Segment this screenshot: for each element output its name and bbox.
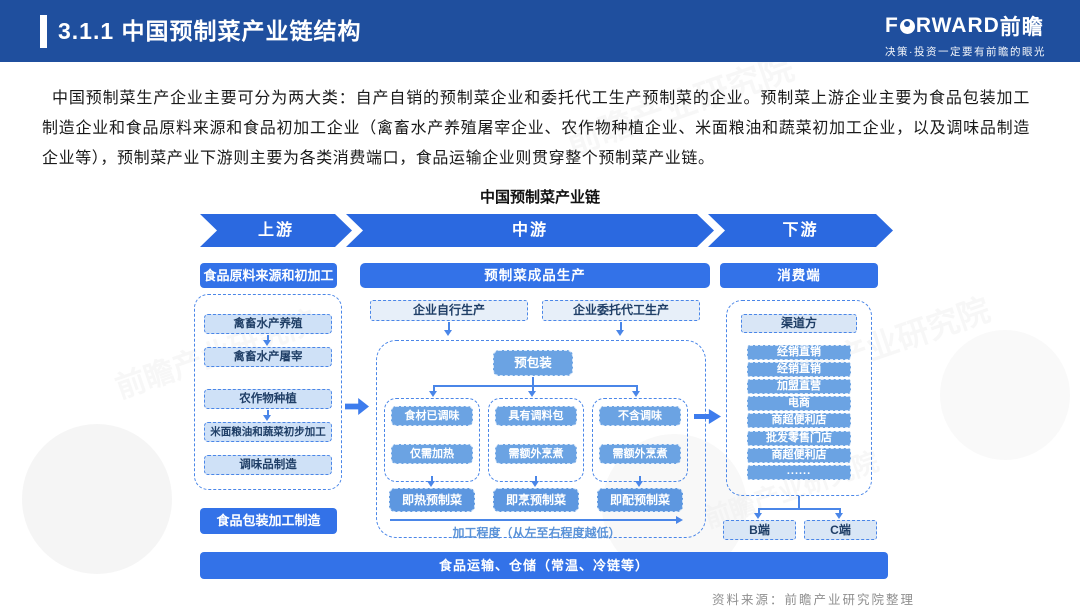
logo-letter-f: F [885, 14, 899, 37]
arrow-right-icon [345, 398, 369, 415]
connector-line [639, 476, 641, 482]
channel-item: 电商 [747, 396, 851, 411]
arrow-down-icon [427, 481, 435, 487]
connector-line [532, 385, 534, 391]
logo-cn: 前瞻 [999, 16, 1044, 39]
source-note: 资料来源：前瞻产业研究院整理 [712, 593, 916, 607]
prepackage-node: 预包装 [493, 350, 573, 376]
arrow-down-icon [616, 330, 624, 336]
connector-line [433, 385, 637, 387]
result-node: 即烹预制菜 [493, 488, 579, 512]
connector-line [267, 410, 269, 416]
upstream-item: 调味品制造 [204, 455, 332, 475]
category-cook: 需额外烹煮 [495, 444, 577, 464]
channel-item: 经销直销 [747, 345, 851, 360]
connector-line [636, 385, 638, 391]
channel-item: 商超便利店 [747, 413, 851, 428]
stage-band-downstream: 下游 [708, 214, 893, 247]
channel-item: 加盟直营 [747, 379, 851, 394]
watermark-logo-circle [940, 330, 1070, 460]
connector-line [431, 476, 433, 482]
result-node: 即配预制菜 [597, 488, 683, 512]
upstream-group-frame [194, 294, 342, 490]
production-mode-self: 企业自行生产 [370, 300, 528, 321]
page-title: 3.1.1 中国预制菜产业链结构 [58, 18, 362, 44]
arrow-down-icon [263, 415, 271, 421]
logo-letters: RWARD [915, 14, 1000, 37]
endpoint-b: B端 [723, 520, 796, 540]
arrow-down-icon [835, 513, 843, 519]
logo-tagline: 决策·投资一定要有前瞻的眼光 [885, 46, 1046, 58]
arrow-down-icon [635, 481, 643, 487]
stage-band-midstream: 中游 [346, 214, 714, 247]
downstream-group-frame [726, 300, 872, 496]
upstream-header: 食品原料来源和初加工 [200, 263, 337, 288]
packaging-node: 食品包装加工制造 [200, 508, 337, 534]
connector-line [758, 508, 760, 513]
connector-line [433, 385, 435, 391]
upstream-item: 禽畜水产养殖 [204, 314, 332, 334]
connector-line [620, 322, 622, 331]
axis-line [390, 519, 676, 521]
intro-paragraph: 中国预制菜生产企业主要可分为两大类：自产自销的预制菜企业和委托代工生产预制菜的企… [42, 90, 1030, 167]
channel-item: 经销直销 [747, 362, 851, 377]
category-cook: 需额外烹煮 [599, 444, 681, 464]
watermark-logo-circle [22, 424, 172, 574]
axis-label: 加工程度（从左至右程度越低） [452, 526, 621, 540]
category-cook: 仅需加热 [391, 444, 473, 464]
title-accent-bar [40, 15, 47, 48]
upstream-item: 米面粮油和蔬菜初步加工 [204, 422, 332, 442]
upstream-item: 禽畜水产屠宰 [204, 347, 332, 367]
channel-item: ...... [747, 465, 851, 480]
arrow-down-icon [632, 391, 640, 397]
connector-line [532, 377, 534, 385]
downstream-header: 消费端 [720, 263, 878, 288]
category-trait: 具有调料包 [495, 406, 577, 426]
arrow-down-icon [531, 481, 539, 487]
logistics-bar: 食品运输、仓储（常温、冷链等） [200, 552, 888, 579]
midstream-header: 预制菜成品生产 [360, 263, 710, 288]
channel-item: 批发零售门店 [747, 431, 851, 446]
arrow-down-icon [429, 391, 437, 397]
connector-line [535, 476, 537, 482]
upstream-item: 农作物种植 [204, 389, 332, 409]
arrow-down-icon [444, 330, 452, 336]
arrow-right-icon [676, 515, 683, 524]
production-mode-oem: 企业委托代工生产 [542, 300, 700, 321]
midstream-group-frame [376, 340, 706, 538]
logo-eye-icon [899, 18, 915, 34]
endpoint-c: C端 [804, 520, 877, 540]
category-trait: 食材已调味 [391, 406, 473, 426]
connector-line [839, 508, 841, 513]
result-node: 即热预制菜 [389, 488, 475, 512]
arrow-down-icon [263, 340, 271, 346]
connector-line [758, 508, 840, 510]
arrow-down-icon [754, 513, 762, 519]
diagram-title: 中国预制菜产业链 [479, 189, 600, 206]
connector-line [798, 496, 800, 508]
stage-band-upstream: 上游 [200, 214, 352, 247]
channel-item: 商超便利店 [747, 448, 851, 463]
category-trait: 不含调味 [599, 406, 681, 426]
connector-line [267, 335, 269, 341]
channel-header: 渠道方 [741, 314, 857, 333]
arrow-down-icon [528, 391, 536, 397]
connector-line [448, 322, 450, 331]
